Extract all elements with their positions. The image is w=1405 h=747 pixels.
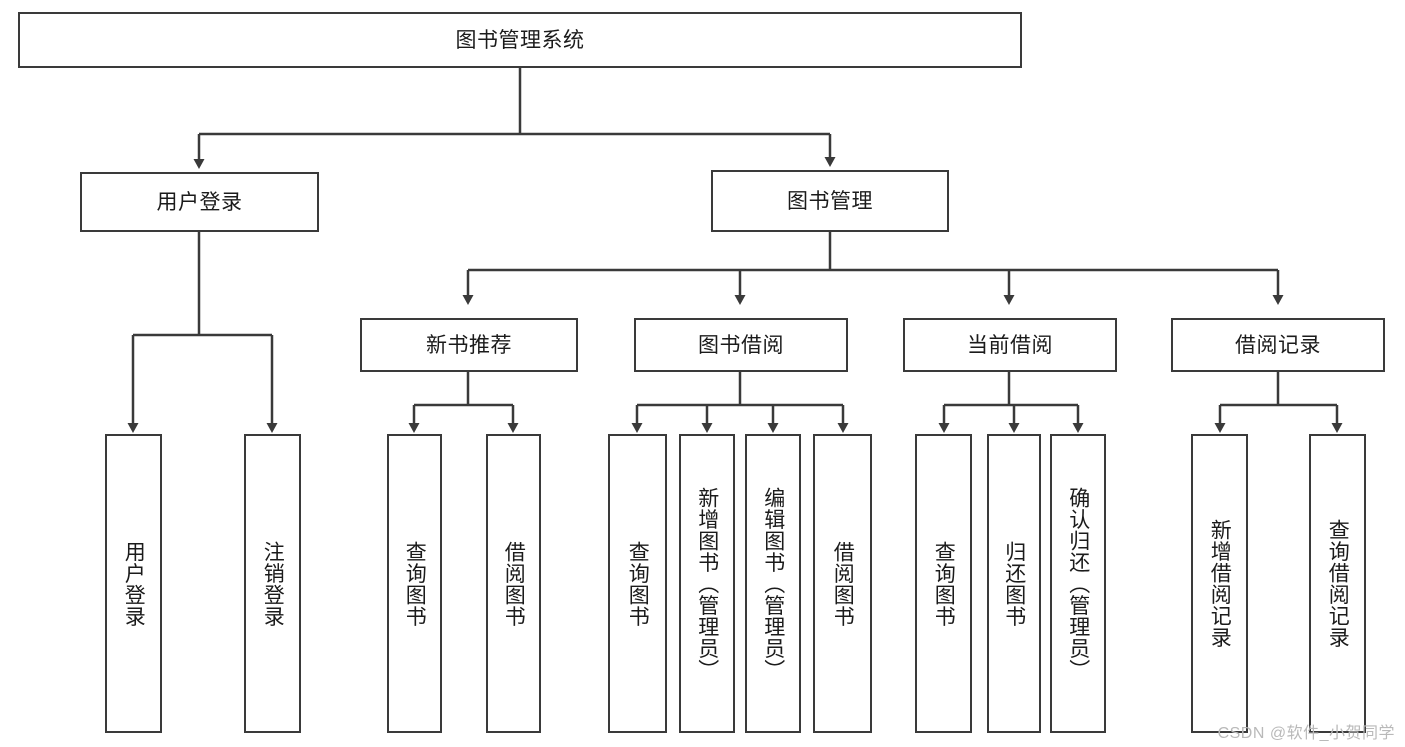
node-current-borrow[interactable]: 当前借阅 bbox=[903, 318, 1117, 372]
node-book-management[interactable]: 图书管理 bbox=[711, 170, 949, 232]
leaf-current-return-book[interactable]: 归还图书 bbox=[987, 434, 1041, 733]
leaf-borrow-borrow-book[interactable]: 借阅图书 bbox=[813, 434, 872, 733]
watermark-text: CSDN @软件_小贺同学 bbox=[1217, 725, 1395, 742]
node-label: 注销登录 bbox=[261, 540, 285, 627]
node-borrow-record[interactable]: 借阅记录 bbox=[1171, 318, 1385, 372]
leaf-record-add-borrow-record[interactable]: 新增借阅记录 bbox=[1191, 434, 1248, 733]
node-label: 用户登录 bbox=[156, 190, 243, 214]
node-label: 查询借阅记录 bbox=[1326, 519, 1350, 648]
node-label: 归还图书 bbox=[1002, 540, 1026, 627]
leaf-current-query-book[interactable]: 查询图书 bbox=[915, 434, 972, 733]
node-label: 编辑图书（管理员） bbox=[761, 486, 785, 681]
node-root-system[interactable]: 图书管理系统 bbox=[18, 12, 1022, 68]
leaf-recommend-borrow-book[interactable]: 借阅图书 bbox=[486, 434, 541, 733]
leaf-borrow-add-book-admin[interactable]: 新增图书（管理员） bbox=[679, 434, 735, 733]
node-new-book-recommend[interactable]: 新书推荐 bbox=[360, 318, 578, 372]
node-label: 确认归还（管理员） bbox=[1066, 486, 1090, 681]
leaf-user-login-logout[interactable]: 注销登录 bbox=[244, 434, 301, 733]
node-label: 当前借阅 bbox=[967, 333, 1053, 357]
leaf-record-query-borrow-record[interactable]: 查询借阅记录 bbox=[1309, 434, 1366, 733]
node-user-login[interactable]: 用户登录 bbox=[80, 172, 319, 232]
node-label: 查询图书 bbox=[626, 540, 650, 627]
node-label: 图书管理 bbox=[787, 189, 873, 213]
node-label: 图书借阅 bbox=[698, 333, 784, 357]
node-label: 新书推荐 bbox=[426, 333, 512, 357]
node-label: 查询图书 bbox=[403, 540, 427, 627]
node-label: 新增借阅记录 bbox=[1208, 519, 1232, 648]
leaf-current-confirm-return-admin[interactable]: 确认归还（管理员） bbox=[1050, 434, 1106, 733]
node-label: 借阅图书 bbox=[502, 540, 526, 627]
leaf-borrow-edit-book-admin[interactable]: 编辑图书（管理员） bbox=[745, 434, 801, 733]
node-label: 用户登录 bbox=[122, 540, 146, 627]
leaf-borrow-query-book[interactable]: 查询图书 bbox=[608, 434, 667, 733]
node-label: 新增图书（管理员） bbox=[695, 486, 719, 681]
node-label: 查询图书 bbox=[932, 540, 956, 627]
leaf-user-login-login[interactable]: 用户登录 bbox=[105, 434, 162, 733]
node-label: 借阅图书 bbox=[831, 540, 855, 627]
node-label: 图书管理系统 bbox=[455, 28, 585, 52]
node-book-borrow[interactable]: 图书借阅 bbox=[634, 318, 848, 372]
node-label: 借阅记录 bbox=[1235, 333, 1321, 357]
leaf-recommend-query-book[interactable]: 查询图书 bbox=[387, 434, 442, 733]
